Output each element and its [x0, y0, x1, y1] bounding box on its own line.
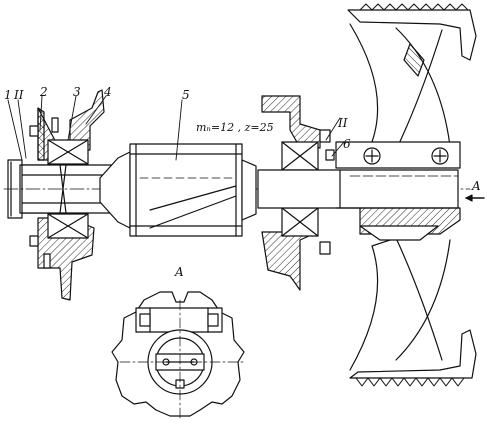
callout-detail-ii-right: II — [338, 116, 348, 130]
right-bearing-assembly — [261, 95, 335, 291]
view-a-detail — [111, 291, 245, 421]
arrow-a-label: A — [472, 179, 481, 193]
gear-formula: mₙ=12 , z=25 — [196, 121, 274, 134]
callout-2: 2 — [40, 85, 48, 99]
callout-4: 4 — [104, 85, 112, 99]
view-a-label: A — [175, 265, 184, 279]
callout-6: 6 — [343, 137, 351, 151]
callout-1: 1 — [4, 88, 12, 102]
pinion-gear — [99, 143, 257, 237]
output-shaft — [257, 169, 459, 209]
pulley-rim-lower — [349, 329, 477, 379]
callout-detail-ii-left: II — [14, 88, 24, 102]
pulley — [335, 3, 485, 387]
gear-body — [129, 143, 243, 237]
right-housing-lower — [261, 231, 319, 291]
leader-lines — [7, 95, 345, 161]
callout-3: 3 — [73, 85, 81, 99]
callout-5: 5 — [182, 88, 190, 102]
pulley-rim-upper — [347, 9, 477, 61]
